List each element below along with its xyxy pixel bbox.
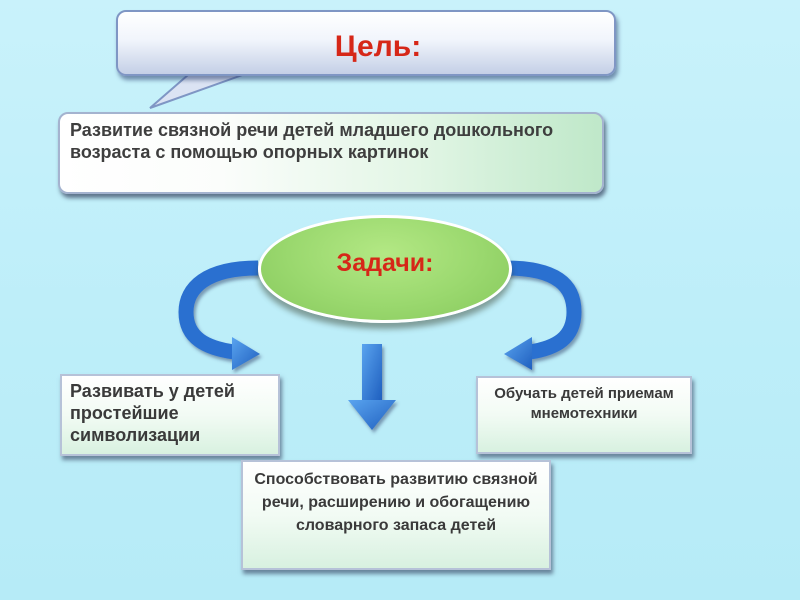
- left-curved-arrow: [178, 260, 260, 370]
- task-box-mnemonics: Обучать детей приемам мнемотехники: [476, 376, 692, 454]
- tasks-oval: Задачи:: [258, 215, 512, 323]
- right-curved-arrow: [504, 260, 582, 370]
- down-arrow: [348, 344, 396, 430]
- goal-description-box: Развитие связной речи детей младшего дош…: [58, 112, 604, 194]
- tasks-title: Задачи:: [336, 248, 434, 277]
- task-box-speech-development: Способствовать развитию связной речи, ра…: [241, 460, 551, 570]
- goal-title: Цель:: [334, 30, 422, 63]
- task-box-symbolization: Развивать у детей простейшие символизаци…: [60, 374, 280, 456]
- task-text: Обучать детей приемам мнемотехники: [494, 385, 674, 422]
- goal-callout: Цель:: [116, 10, 616, 76]
- task-text: Развивать у детей простейшие символизаци…: [70, 381, 235, 445]
- goal-text: Развитие связной речи детей младшего дош…: [70, 120, 554, 162]
- task-text: Способствовать развитию связной речи, ра…: [254, 471, 538, 534]
